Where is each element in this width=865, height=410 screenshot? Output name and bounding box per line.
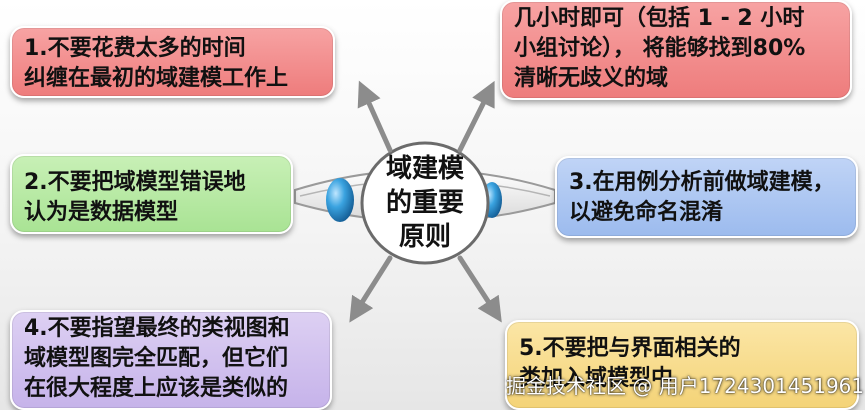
arrow-to-p1 — [357, 80, 393, 153]
principle-4-box: 4.不要指望最终的类视图和 域模型图完全匹配，但它们 在很大程度上应该是类似的 — [10, 310, 332, 410]
principle-3-box: 3.在用例分析前做域建模， 以避免命名混淆 — [555, 156, 858, 238]
arrow-to-p6 — [457, 255, 502, 323]
principle-2-box: 2.不要把域模型错误地 认为是数据模型 — [10, 154, 293, 234]
principle-1-box: 1.不要花费太多的时间 纠缠在最初的域建模工作上 — [10, 26, 335, 98]
arrow-to-p2 — [457, 80, 495, 153]
center-title: 域建模 的重要 原则 — [385, 154, 464, 252]
watermark: 掘金技术社区 @ 用户1724301451961 — [506, 374, 865, 398]
center-circle — [360, 141, 490, 265]
left-orb-icon — [326, 178, 354, 222]
principle-1-note-box: 几小时即可（包括 1 - 2 小时 小组讨论）， 将能够找到80% 清晰无歧义的… — [500, 0, 852, 100]
arrow-to-p5 — [349, 255, 393, 323]
principle-5-box: 5.不要把与界面相关的 类加入域模型中 — [505, 320, 859, 410]
